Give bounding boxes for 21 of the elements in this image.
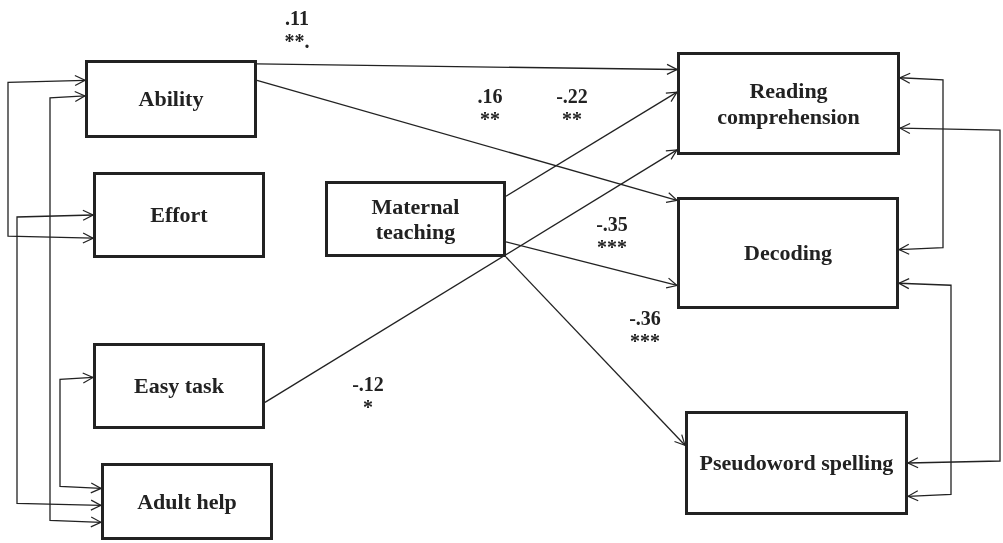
correlation-arrow [7,74,94,244]
path-arrow [505,241,678,289]
path-arrow [505,256,686,446]
correlation-arrow [16,209,102,511]
correlation-arrow [898,278,952,502]
variable-box: Effort [93,172,265,258]
variable-box: Easy task [93,343,265,429]
path-arrow [505,91,678,197]
variable-box: Decoding [677,197,899,309]
variable-box: Adult help [101,463,273,540]
path-arrow [256,63,678,75]
variable-box: Reading comprehension [677,52,900,155]
correlation-arrow [898,72,944,255]
correlation-arrow [59,372,102,494]
path-arrow [264,149,678,403]
variable-box: Maternal teaching [325,181,506,257]
variable-box: Ability [85,60,257,138]
variable-box: Pseudoword spelling [685,411,908,515]
correlation-arrow [899,122,1001,469]
path-arrow [256,79,678,203]
correlation-arrow [49,90,102,528]
